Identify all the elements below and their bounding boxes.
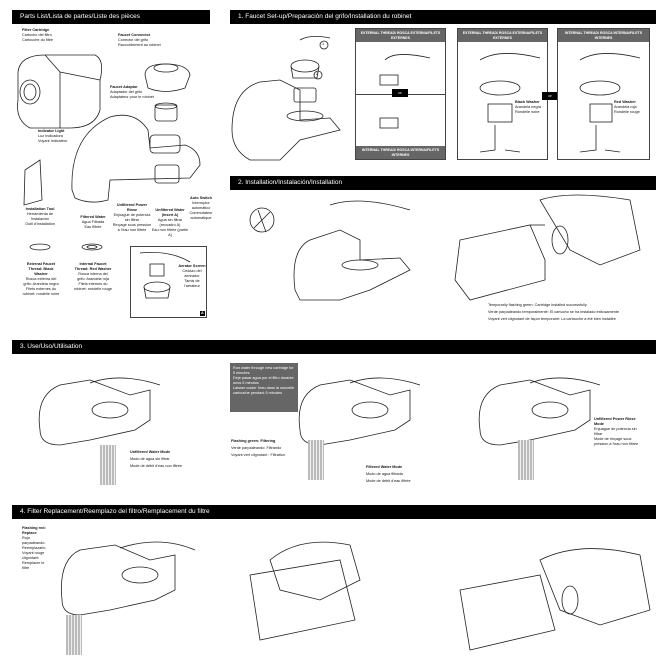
external-thread-heading: EXTERNAL THREAD/ ROSCA EXTERNA/FILETS EX… [458, 29, 547, 42]
section1-header: 1. Faucet Set-up/Preparación del grifo/I… [230, 10, 656, 24]
step-1-marker: 1 [322, 42, 325, 46]
run-water-note: Run water through new cartridge for 5 mi… [230, 363, 298, 412]
internal-thread-heading: INTERNAL THREAD/ ROSCA INTERNA/FILETS IN… [558, 29, 649, 42]
external-thread-heading: EXTERNAL THREAD/ ROSCA EXTERNA/FILETS EX… [356, 29, 445, 42]
install-success-notes: Temporarily flashing green: Cartridge in… [488, 303, 620, 321]
water-stream [518, 440, 534, 480]
water-stream [100, 445, 116, 485]
water-stream [66, 615, 82, 655]
section4-header: 4. Filter Replacement/Reemplazo del filt… [12, 505, 656, 519]
insert-a-panel [130, 246, 207, 318]
internal-thread-heading: INTERNAL THREAD/ ROSCA INTERNA/FILETS IN… [356, 146, 445, 159]
insert-a-label: A [200, 311, 205, 316]
water-stream [308, 440, 324, 480]
internal-thread-panel: INTERNAL THREAD/ ROSCA INTERNA/FILETS IN… [557, 28, 650, 160]
or-label: or [392, 89, 408, 97]
step-2-marker: 2 [316, 72, 319, 76]
section2-header: 2. Installation/Instalación/Installation [230, 176, 656, 190]
parts-list-header: Parts List/Lista de partes/Liste des piè… [12, 10, 210, 24]
or-label: or [542, 92, 558, 100]
unfiltered-water-label: Unfiltered Water (Insert A)Agua sin filt… [151, 208, 189, 237]
section3-header: 3. Use/Uso/Utilisation [12, 340, 656, 354]
